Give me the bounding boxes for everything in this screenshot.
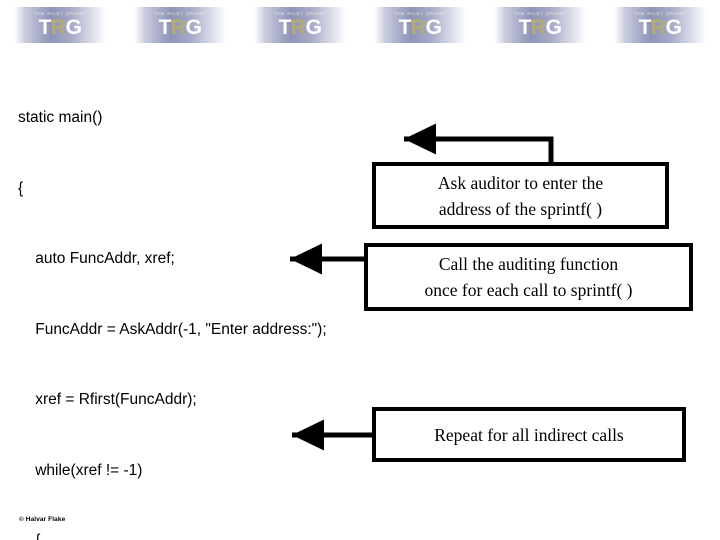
logo-tagline: THE RILEY GROUP bbox=[274, 10, 326, 16]
logo-letter-r: R bbox=[50, 16, 66, 40]
logo-letter-g: G bbox=[305, 16, 322, 40]
callout-line: Repeat for all indirect calls bbox=[434, 424, 624, 445]
callout-line: address of the sprintf( ) bbox=[438, 198, 603, 219]
logo-letter-t: T bbox=[638, 16, 652, 40]
trg-logo: THE RILEY GROUP TRG bbox=[134, 7, 226, 43]
code-listing: static main() { auto FuncAddr, xref; Fun… bbox=[18, 59, 418, 540]
logo-letter-r: R bbox=[290, 16, 306, 40]
logo-letter-g: G bbox=[185, 16, 202, 40]
trg-logo: THE RILEY GROUP TRG bbox=[14, 7, 106, 43]
logo-letter-r: R bbox=[410, 16, 426, 40]
copyright-credit: © Halvar Flake bbox=[19, 516, 66, 523]
logo-wordmark: TRG bbox=[39, 17, 82, 38]
logo-letter-r: R bbox=[530, 16, 546, 40]
logo-letter-t: T bbox=[398, 16, 412, 40]
logo-tagline: THE RILEY GROUP bbox=[514, 10, 566, 16]
logo-letter-t: T bbox=[38, 16, 52, 40]
logo-tagline: THE RILEY GROUP bbox=[154, 10, 206, 16]
logo-letter-g: G bbox=[65, 16, 82, 40]
code-line: xref = Rfirst(FuncAddr); bbox=[18, 391, 197, 408]
code-line: static main() bbox=[18, 109, 103, 126]
logo-wordmark: TRG bbox=[159, 17, 202, 38]
logo-letter-t: T bbox=[158, 16, 172, 40]
logo-banner-strip: THE RILEY GROUP TRG THE RILEY GROUP TRG … bbox=[0, 0, 720, 50]
logo-wordmark: TRG bbox=[399, 17, 442, 38]
code-line: FuncAddr = AskAddr(-1, "Enter address:")… bbox=[18, 320, 327, 338]
trg-logo: THE RILEY GROUP TRG bbox=[254, 7, 346, 43]
code-line: { bbox=[18, 179, 24, 197]
trg-logo: THE RILEY GROUP TRG bbox=[494, 7, 586, 43]
logo-tagline: THE RILEY GROUP bbox=[34, 10, 86, 16]
code-line: while(xref != -1) bbox=[18, 461, 143, 479]
logo-wordmark: TRG bbox=[639, 17, 682, 38]
logo-letter-g: G bbox=[665, 16, 682, 40]
trg-logo: THE RILEY GROUP TRG bbox=[374, 7, 466, 43]
callout-line: Call the auditing function bbox=[438, 254, 619, 274]
logo-letter-r: R bbox=[650, 16, 666, 40]
logo-letter-g: G bbox=[545, 16, 562, 40]
logo-wordmark: TRG bbox=[279, 17, 322, 38]
callout-call-auditing-function: Call the auditing function once for each… bbox=[364, 243, 693, 311]
connector-arrow-1 bbox=[404, 123, 554, 162]
callout-ask-auditor: Ask auditor to enter the address of the … bbox=[372, 162, 669, 229]
code-line: { bbox=[18, 529, 418, 540]
logo-letter-r: R bbox=[170, 16, 186, 40]
callout-line: Ask auditor to enter the bbox=[437, 172, 604, 193]
logo-tagline: THE RILEY GROUP bbox=[634, 10, 686, 16]
logo-tagline: THE RILEY GROUP bbox=[394, 10, 446, 16]
code-line: auto FuncAddr, xref; bbox=[18, 250, 175, 267]
logo-letter-g: G bbox=[425, 16, 442, 40]
trg-logo: THE RILEY GROUP TRG bbox=[614, 7, 706, 43]
logo-letter-t: T bbox=[518, 16, 532, 40]
callout-repeat-indirect-calls: Repeat for all indirect calls bbox=[372, 407, 686, 462]
callout-line: once for each call to sprintf( ) bbox=[424, 280, 633, 300]
logo-wordmark: TRG bbox=[519, 17, 562, 38]
logo-letter-t: T bbox=[278, 16, 292, 40]
